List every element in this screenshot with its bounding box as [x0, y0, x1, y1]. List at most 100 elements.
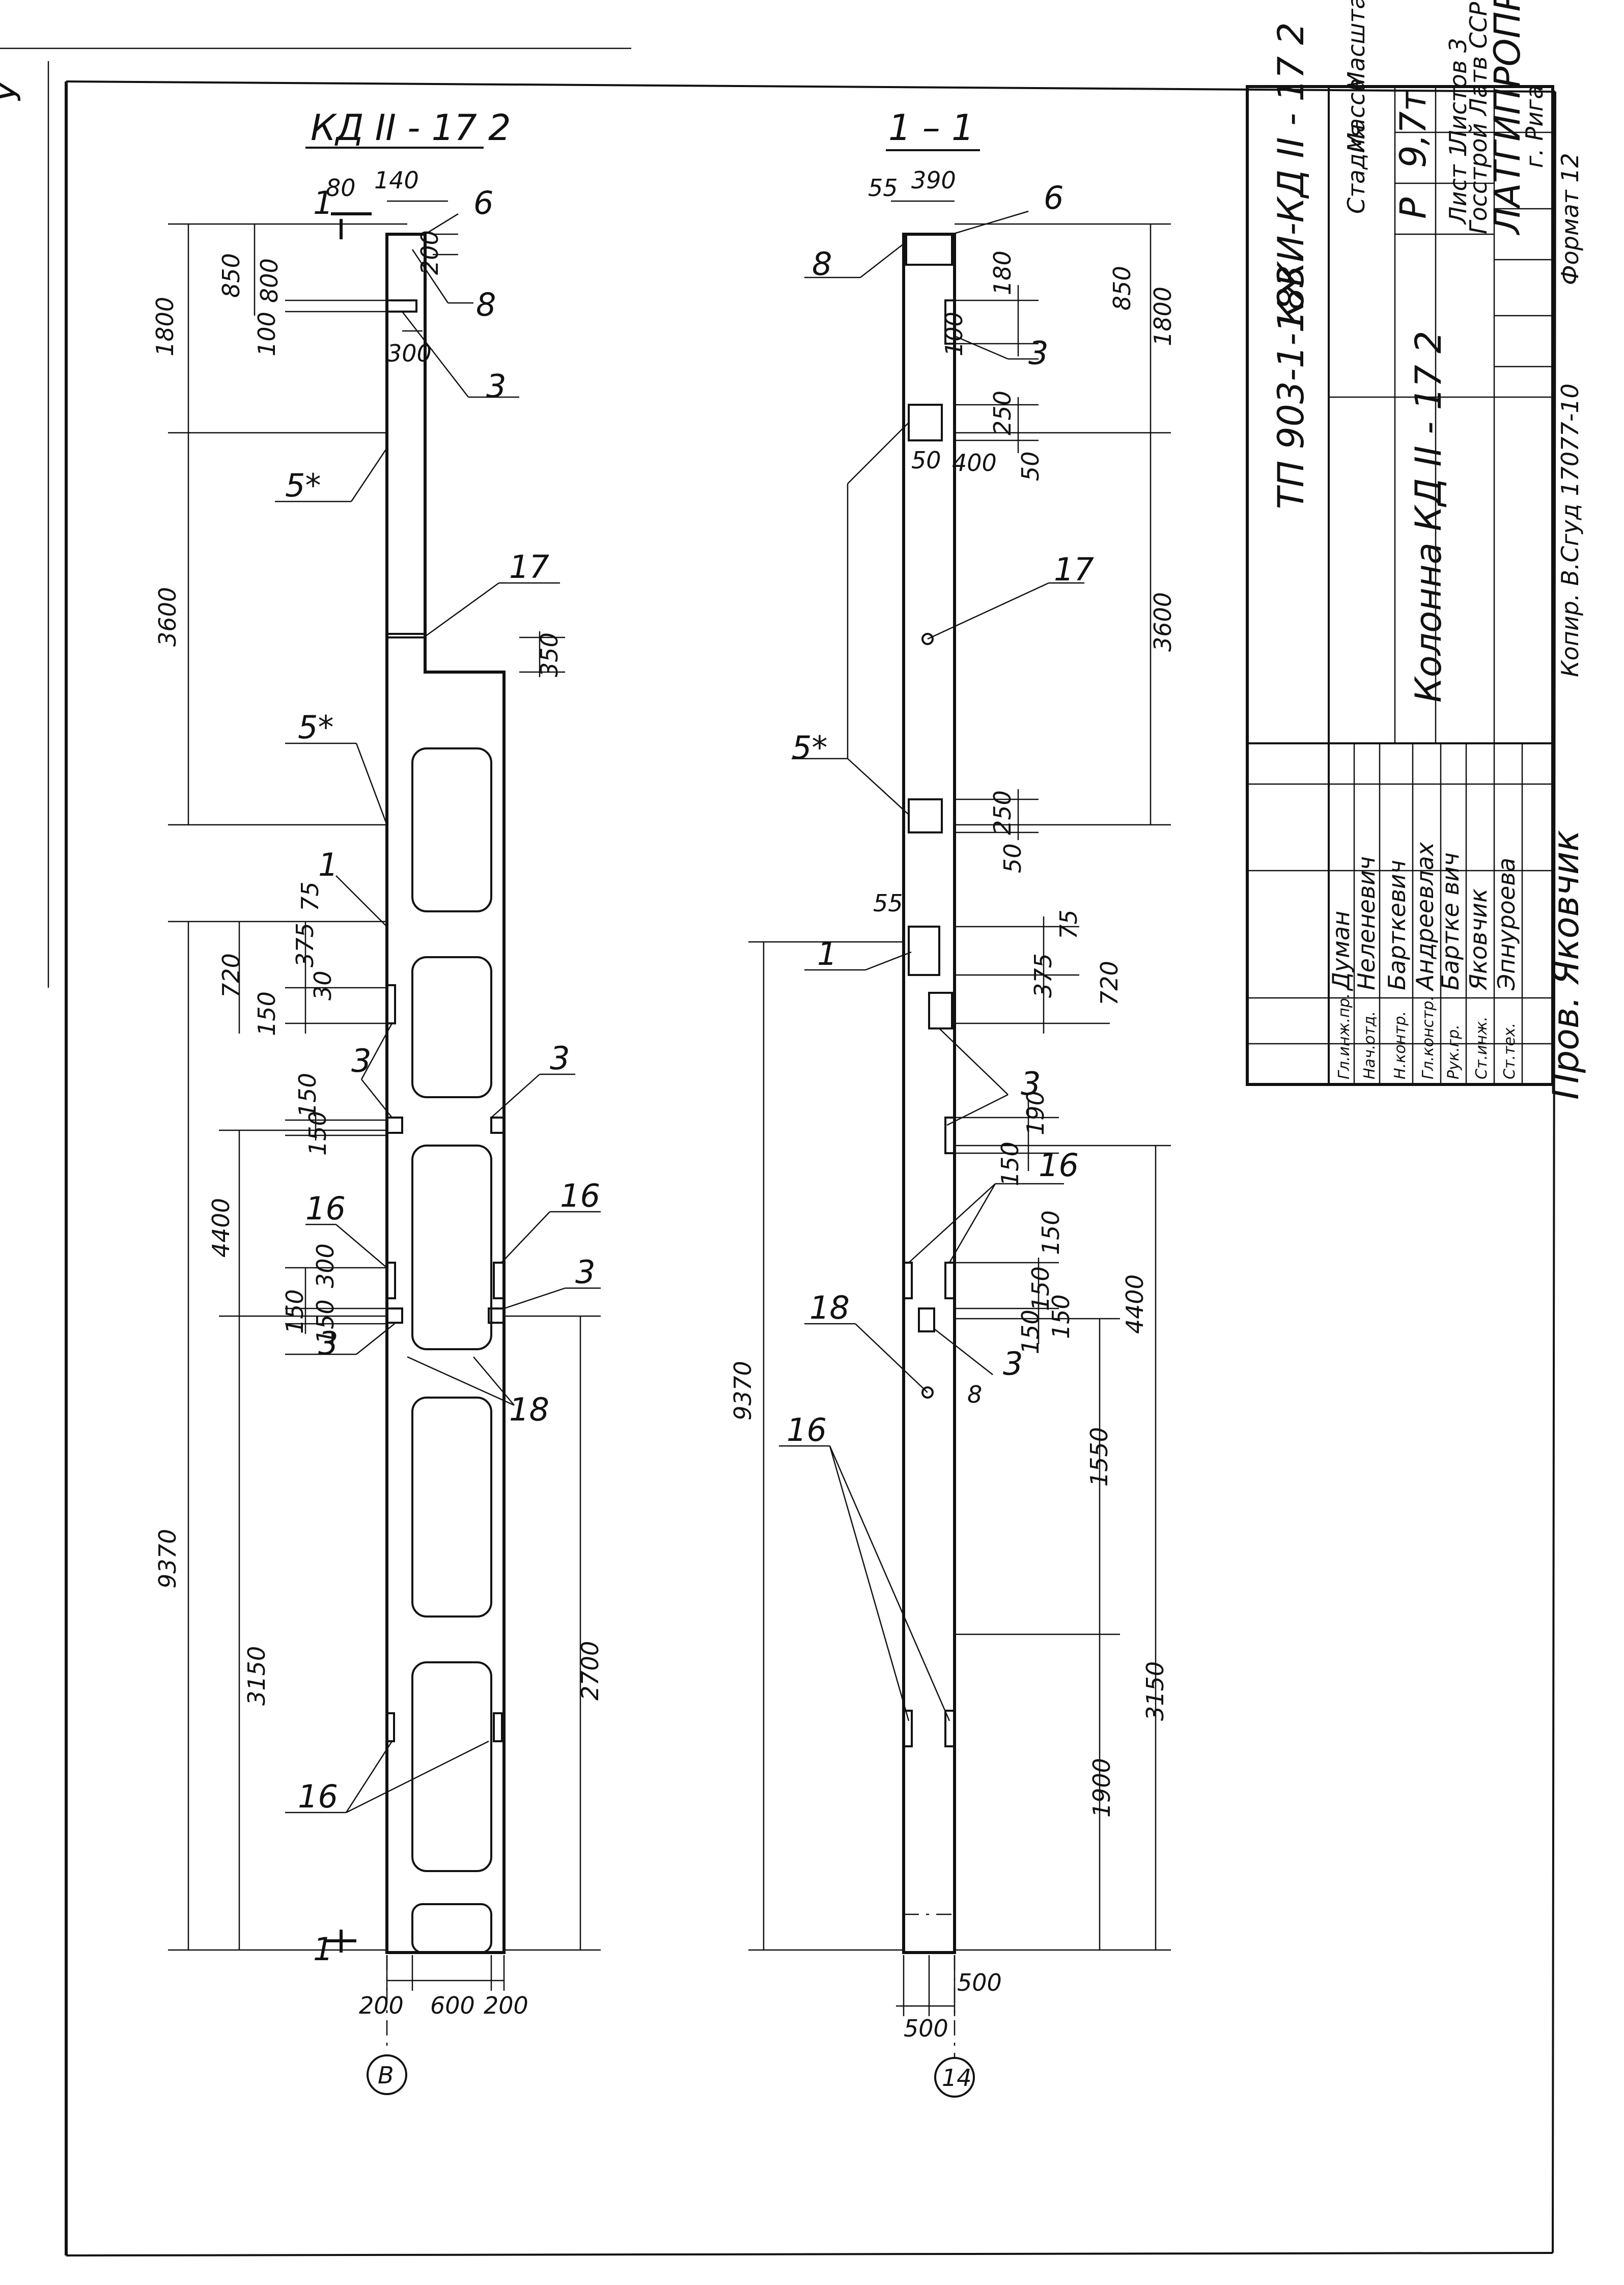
section-plate [903, 1710, 913, 1747]
dim-200: 200 [484, 1992, 528, 2019]
section-plate [903, 1262, 913, 1299]
staff-role: Гл.констр. [1419, 996, 1437, 1079]
section-plate [944, 1710, 956, 1747]
dim-300: 300 [387, 340, 432, 367]
section-plate [905, 233, 953, 266]
facade-opening [411, 1397, 492, 1618]
dim-850: 850 [217, 253, 245, 298]
embedded-plate [493, 1712, 503, 1742]
dim-75: 75 [296, 881, 324, 911]
callout-1: 1 [318, 846, 338, 883]
callout-5: 5* [298, 709, 333, 746]
facade-title: КД II - 17 2 [311, 107, 511, 149]
facade-opening [411, 1145, 492, 1350]
dim-190: 190 [1022, 1091, 1049, 1135]
section-marker-top: 1 [313, 184, 333, 221]
embedded-plate [386, 1262, 396, 1299]
dim-50: 50 [1017, 451, 1044, 481]
staff-table: Гл.инж.пр. Думан Нач.отд. Неленевич Н.ко… [1327, 842, 1520, 1079]
dim-600: 600 [430, 1992, 475, 2019]
dim-375: 375 [291, 923, 319, 967]
callout-5: 5* [285, 467, 321, 504]
dim-150: 150 [996, 1141, 1024, 1186]
dim-390: 390 [911, 166, 956, 194]
title-block: ТП 903-1-183 КЖИ-КД II - 17 2 Колонна КД… [1246, 0, 1587, 1100]
callout-3: 3 [1003, 1345, 1023, 1382]
dim-3150: 3150 [1141, 1661, 1169, 1721]
embedded-plate [386, 984, 396, 1024]
callout-16: 16 [1039, 1147, 1079, 1184]
section-plate [908, 798, 943, 833]
dim-250: 250 [989, 790, 1016, 835]
header-scale: Масштаб [1342, 0, 1370, 92]
format-note: Формат 12 [1556, 153, 1584, 285]
dim-50: 50 [911, 447, 941, 474]
callout-18: 18 [509, 1391, 549, 1428]
staff-role: Ст.тех. [1501, 1023, 1519, 1079]
callout-3: 3 [1021, 1065, 1041, 1102]
header-mass: Масса [1342, 78, 1370, 153]
callout-6: 6 [473, 184, 493, 221]
section-plate [908, 926, 940, 976]
dim-150: 150 [1037, 1210, 1065, 1255]
dim-1800: 1800 [151, 297, 179, 356]
dim-850: 850 [1108, 266, 1136, 311]
dim-375: 375 [1029, 953, 1057, 998]
staff-role: Н.контр. [1391, 1011, 1409, 1079]
callout-3: 3 [318, 1325, 338, 1362]
staff-role: Нач.отд. [1361, 1011, 1379, 1079]
section-plate [928, 992, 953, 1029]
axis-bubble [934, 2057, 975, 2098]
section-plate [944, 1117, 956, 1154]
staff-role: Гл.инж.пр. [1335, 993, 1353, 1079]
embedded-plate [386, 1117, 403, 1134]
embedded-plate [493, 1262, 505, 1299]
facade-opening [411, 956, 492, 1098]
dim-800: 800 [256, 258, 283, 303]
staff-name: Андреевлах [1411, 842, 1439, 992]
staff-name: Неленевич [1353, 856, 1380, 990]
callout-5: 5* [792, 729, 827, 766]
axis-label-section: 14 [942, 2064, 972, 2092]
staff-name: Барткевич [1383, 860, 1411, 990]
section-plate [918, 1307, 935, 1332]
section-title: 1 – 1 [888, 107, 974, 149]
dim-150: 150 [253, 991, 281, 1036]
facade-opening [411, 1903, 492, 1954]
dim-9370: 9370 [729, 1361, 757, 1420]
dim-150: 150 [312, 1299, 339, 1344]
org-city: г. Рига [1521, 85, 1548, 168]
header-stage: Стадия [1342, 124, 1370, 214]
dim-100: 100 [940, 312, 968, 356]
dim-500: 500 [957, 1969, 1002, 1996]
dim-50: 50 [999, 843, 1026, 873]
dim-55: 55 [868, 174, 898, 202]
embedded-plate [386, 1307, 403, 1324]
dim-250: 250 [989, 391, 1016, 435]
staff-name: Эпнуроева [1493, 858, 1520, 991]
section-view: 1 – 1 14 [729, 107, 1177, 2098]
embedded-plate [386, 1712, 395, 1742]
stage-value: Р [1392, 197, 1434, 219]
dim-350: 350 [536, 632, 563, 677]
sheet-corner-mark: У [0, 80, 28, 102]
dim-150: 150 [281, 1289, 309, 1334]
section-marker-bottom: 1 [313, 1931, 333, 1968]
callout-6: 6 [1044, 179, 1063, 216]
mass-value: 9,7т [1392, 90, 1434, 168]
dim-100: 100 [253, 312, 281, 356]
axis-bubble [367, 2054, 407, 2095]
dim-4400: 4400 [1121, 1274, 1149, 1334]
callout-17: 17 [1054, 551, 1094, 588]
hole-18 [921, 1386, 934, 1399]
dim-500: 500 [904, 2015, 948, 2042]
callout-8: 8 [476, 286, 496, 323]
staff-role: Ст.инж. [1473, 1016, 1491, 1079]
dim-140: 140 [374, 166, 419, 194]
callout-8: 8 [967, 1381, 982, 1408]
dim-180: 180 [989, 250, 1016, 295]
dim-200-top: 200 [416, 230, 443, 275]
checked-by: Пров. Яковчик [1545, 830, 1587, 1100]
dim-200: 200 [359, 1992, 404, 2019]
